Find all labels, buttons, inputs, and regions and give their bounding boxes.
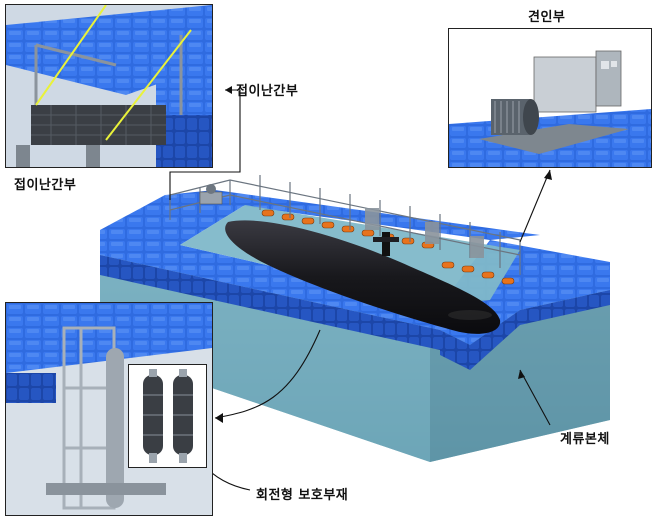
fender-row [261,209,515,285]
arrow-heads [200,86,552,470]
label-towing-unit: 견인부 [528,10,566,25]
dock-winch [199,184,223,205]
label-folding-rail-top: 접이난간부 [236,84,299,99]
submarine [225,220,501,334]
right-pontoon-side [440,330,470,370]
back-pontoon-strip [165,190,540,240]
label-rotary-protector: 회전형 보호부재 [256,488,349,503]
label-mooring-body: 계류본체 [560,432,610,447]
towing-unit-illustration [449,29,651,167]
right-pontoon-side-2 [470,290,610,370]
front-pontoon-side [100,255,440,350]
inset-folding-railing [5,4,213,168]
inset-towing-unit [448,28,652,168]
rotary-protector-outer-illustration [6,303,212,515]
rotary-protector-detail-illustration [129,365,206,467]
label-folding-rail-left: 접이난간부 [14,178,77,193]
folding-railing-illustration [6,5,212,167]
back-panels [365,208,484,258]
inset-rotary-protector-detail [128,364,207,468]
